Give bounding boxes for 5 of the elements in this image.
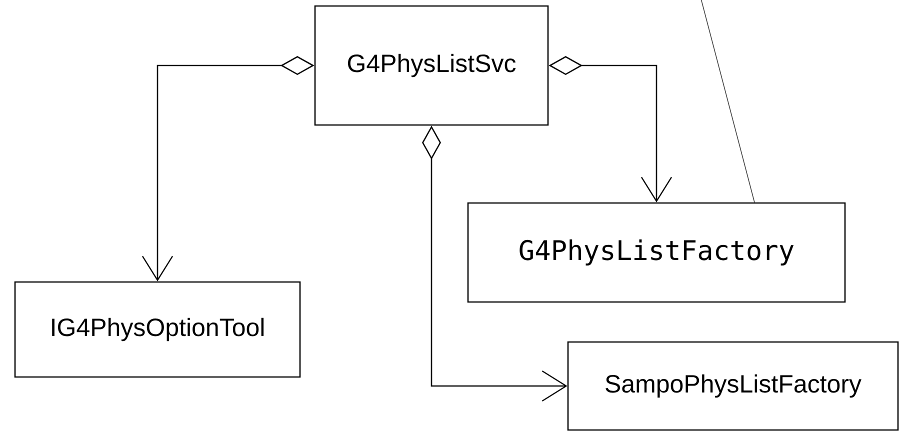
class-box: G4PhysListFactory	[467, 202, 846, 303]
leader-line	[700, 0, 755, 203]
class-box: G4PhysListSvc	[314, 5, 549, 126]
class-box: IG4PhysOptionTool	[14, 281, 301, 378]
class-box: SampoPhysListFactory	[567, 341, 899, 431]
